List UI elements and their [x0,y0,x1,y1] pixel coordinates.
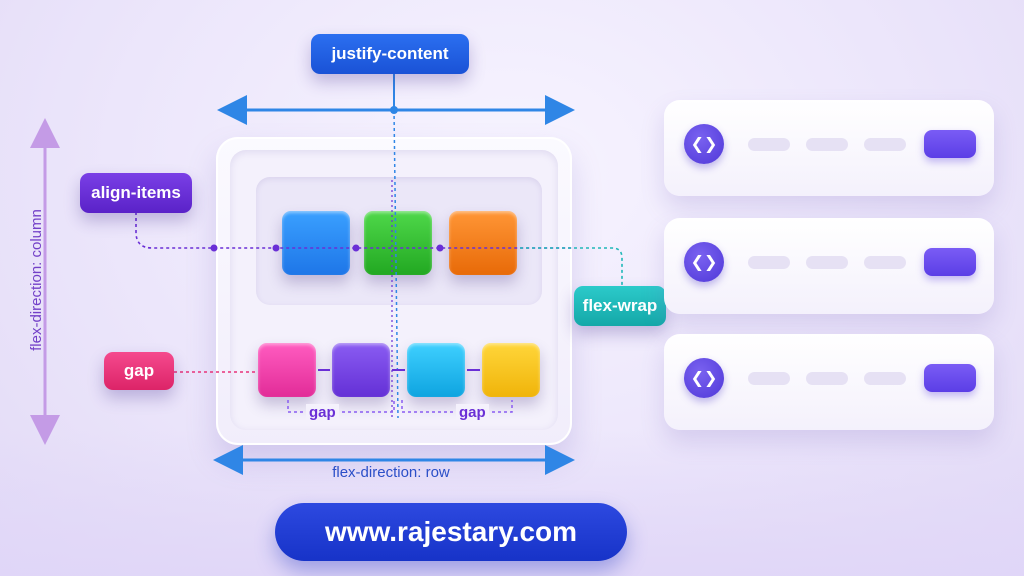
align-dot-4 [436,244,444,252]
align-items-label: align-items [80,173,192,213]
chevron-pair-icon: ❮❯ [684,358,724,398]
flex-item-orange [449,211,517,275]
flex-item-pink [258,343,316,397]
align-dot-1 [210,244,218,252]
gap-marker-right: gap [456,404,489,421]
flex-item-green [364,211,432,275]
gap-label: gap [104,352,174,390]
card-button[interactable] [924,130,976,158]
justify-content-label: justify-content [311,34,469,74]
align-dot-2 [272,244,280,252]
gap-bracket-left [287,400,395,413]
layout-card-1: ❮❯ [664,100,994,196]
card-pill [864,256,906,269]
flex-wrap-label: flex-wrap [574,286,666,326]
card-pill [864,372,906,385]
chevron-pair-icon: ❮❯ [684,242,724,282]
flex-item-blue [282,211,350,275]
card-pill [806,256,848,269]
card-pill [748,372,790,385]
justify-center-line [393,109,399,419]
flex-wrap-connector [520,247,623,286]
flex-item-yellow [482,343,540,397]
align-dot-3 [352,244,360,252]
flex-direction-column-label: flex-direction: column [28,209,45,351]
align-items-connector [135,212,574,249]
card-pill [806,372,848,385]
card-pill [806,138,848,151]
gap-marker-left: gap [306,404,339,421]
card-button[interactable] [924,248,976,276]
card-pill [748,138,790,151]
layout-card-2: ❮❯ [664,218,994,314]
flex-item-violet [332,343,390,397]
card-pill [864,138,906,151]
flex-item-cyan [407,343,465,397]
layout-card-3: ❮❯ [664,334,994,430]
chevron-pair-icon: ❮❯ [684,124,724,164]
website-url-banner[interactable]: www.rajestary.com [275,503,627,561]
card-pill [748,256,790,269]
card-button[interactable] [924,364,976,392]
flex-direction-row-label: flex-direction: row [332,464,450,481]
